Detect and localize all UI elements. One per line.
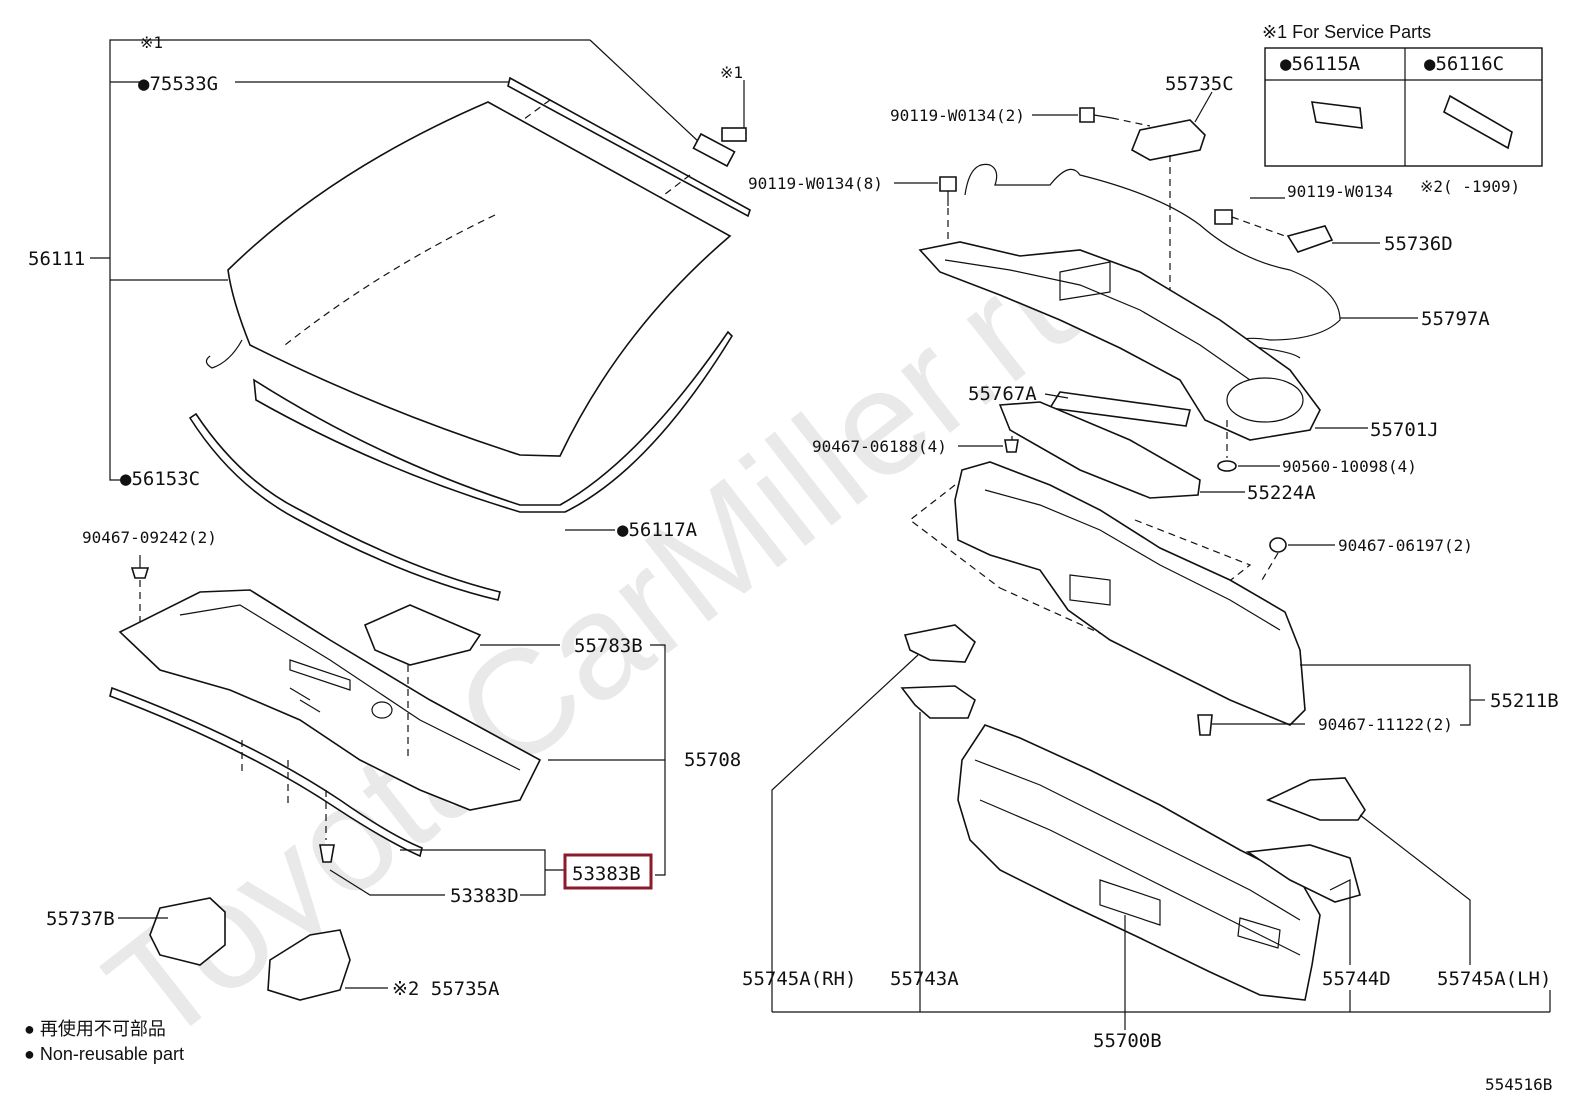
label-55735c[interactable]: 55735C bbox=[1165, 73, 1234, 95]
service-parts-box bbox=[1264, 47, 1543, 167]
windshield-glass-56111[interactable] bbox=[227, 101, 732, 457]
bolt-90119-w0134-2[interactable] bbox=[1079, 107, 1095, 123]
weatherstrip-56153c[interactable] bbox=[188, 412, 501, 601]
label-55211b[interactable]: 55211B bbox=[1490, 690, 1559, 712]
service-box-title: ※1 For Service Parts bbox=[1262, 22, 1431, 42]
dash-panel-group bbox=[771, 461, 1551, 1030]
molding-75533g[interactable] bbox=[507, 76, 751, 218]
label-55745a-lh[interactable]: 55745A(LH) bbox=[1437, 968, 1551, 990]
clip-90467-06197[interactable] bbox=[1269, 537, 1287, 553]
label-55700b[interactable]: 55700B bbox=[1093, 1030, 1162, 1052]
label-55708[interactable]: 55708 bbox=[684, 749, 741, 771]
cowl-part-55783b[interactable] bbox=[363, 604, 482, 666]
label-55745a-rh[interactable]: 55745A(RH) bbox=[742, 968, 856, 990]
panel-55701j[interactable] bbox=[918, 241, 1321, 441]
label-55701j[interactable]: 55701J bbox=[1370, 419, 1439, 441]
diagram-id: 554516B bbox=[1485, 1075, 1552, 1094]
bracket-55745a-rh[interactable] bbox=[903, 624, 976, 663]
dash-panel-55211b[interactable] bbox=[954, 461, 1306, 726]
seal-53383d[interactable] bbox=[109, 686, 423, 858]
label-90119-w0134[interactable]: 90119-W0134 bbox=[1287, 182, 1393, 201]
label-90560-10098[interactable]: 90560-10098(4) bbox=[1282, 457, 1417, 476]
service-part-56116c-image bbox=[1443, 94, 1513, 150]
shield-55767a[interactable] bbox=[1048, 391, 1191, 427]
label-90467-09242[interactable]: 90467-09242(2) bbox=[82, 528, 217, 547]
label-56111[interactable]: 56111 bbox=[28, 248, 85, 270]
label-55767a[interactable]: 55767A bbox=[968, 383, 1037, 405]
legend-jp: ● 再使用不可部品 bbox=[24, 1019, 166, 1039]
cowl-top-panel-55700b[interactable] bbox=[957, 724, 1321, 1001]
label-55797a[interactable]: 55797A bbox=[1421, 308, 1490, 330]
bracket-55735a[interactable] bbox=[267, 929, 351, 1001]
label-55224a[interactable]: 55224A bbox=[1247, 482, 1316, 504]
label-90467-11122[interactable]: 90467-11122(2) bbox=[1318, 715, 1453, 734]
clip-53383d[interactable] bbox=[319, 844, 335, 863]
bracket-55744d[interactable] bbox=[1245, 844, 1361, 903]
service-part-56116c-label[interactable]: ●56116C bbox=[1424, 53, 1504, 75]
service-part-56115a-image bbox=[1310, 101, 1363, 129]
ref1-clip-label: ※1 bbox=[720, 63, 743, 82]
highlight-box-53383b bbox=[563, 853, 653, 890]
dam-56117a[interactable] bbox=[253, 330, 734, 513]
bolt-90119-w0134-8[interactable] bbox=[939, 176, 957, 192]
legend-en: ● Non-reusable part bbox=[24, 1044, 184, 1064]
label-55743a[interactable]: 55743A bbox=[890, 968, 959, 990]
washer-90560-10098[interactable] bbox=[1217, 460, 1237, 472]
bracket-55737b[interactable] bbox=[149, 897, 226, 966]
wire-55797a[interactable] bbox=[964, 163, 1341, 346]
legend: ● 再使用不可部品 ● Non-reusable part bbox=[24, 1019, 184, 1064]
bolt-90119-w0134[interactable] bbox=[1214, 209, 1233, 225]
label-55783b[interactable]: 55783B bbox=[574, 635, 643, 657]
cowl-group bbox=[109, 555, 666, 1001]
label-53383d[interactable]: 53383D bbox=[450, 885, 519, 907]
bracket-55735c[interactable] bbox=[1130, 119, 1206, 161]
upper-right-group bbox=[894, 47, 1543, 499]
service-part-56115a-label[interactable]: ●56115A bbox=[1280, 53, 1361, 75]
label-90119-w0134-8[interactable]: 90119-W0134(8) bbox=[748, 174, 883, 193]
label-55744d[interactable]: 55744D bbox=[1322, 968, 1391, 990]
label-56117a[interactable]: ●56117A bbox=[617, 519, 698, 541]
panel-55224a[interactable] bbox=[998, 401, 1201, 499]
windshield-group bbox=[90, 39, 751, 601]
label-55735a[interactable]: ※2 55735A bbox=[392, 978, 500, 1000]
service-clip[interactable] bbox=[721, 127, 747, 142]
label-53383b[interactable]: 53383B bbox=[572, 863, 641, 885]
bracket-55736d[interactable] bbox=[1286, 225, 1334, 253]
bracket-55745a-lh[interactable] bbox=[1265, 777, 1366, 821]
label-90467-06188[interactable]: 90467-06188(4) bbox=[812, 437, 947, 456]
note-2-label: ※2( -1909) bbox=[1420, 177, 1520, 196]
bracket-55743a[interactable] bbox=[900, 685, 976, 719]
label-56153c[interactable]: ●56153C bbox=[120, 468, 200, 490]
label-55737b[interactable]: 55737B bbox=[46, 908, 115, 930]
label-90467-06197[interactable]: 90467-06197(2) bbox=[1338, 536, 1473, 555]
clip-90467-11122[interactable] bbox=[1197, 714, 1213, 736]
label-90119-w0134-2[interactable]: 90119-W0134(2) bbox=[890, 106, 1025, 125]
label-55736d[interactable]: 55736D bbox=[1384, 233, 1453, 255]
clip-90467-09242[interactable] bbox=[130, 567, 150, 579]
ref1-top-label: ※1 bbox=[140, 33, 163, 52]
cowl-louver-55708[interactable] bbox=[118, 589, 542, 811]
part-labels: ※1 ※1 ●75533G 56111 ●56153C ●56117A 9046… bbox=[28, 22, 1559, 1052]
clip-part[interactable] bbox=[692, 132, 736, 168]
clip-90467-06188[interactable] bbox=[1004, 439, 1019, 453]
label-75533g[interactable]: ●75533G bbox=[138, 73, 218, 95]
